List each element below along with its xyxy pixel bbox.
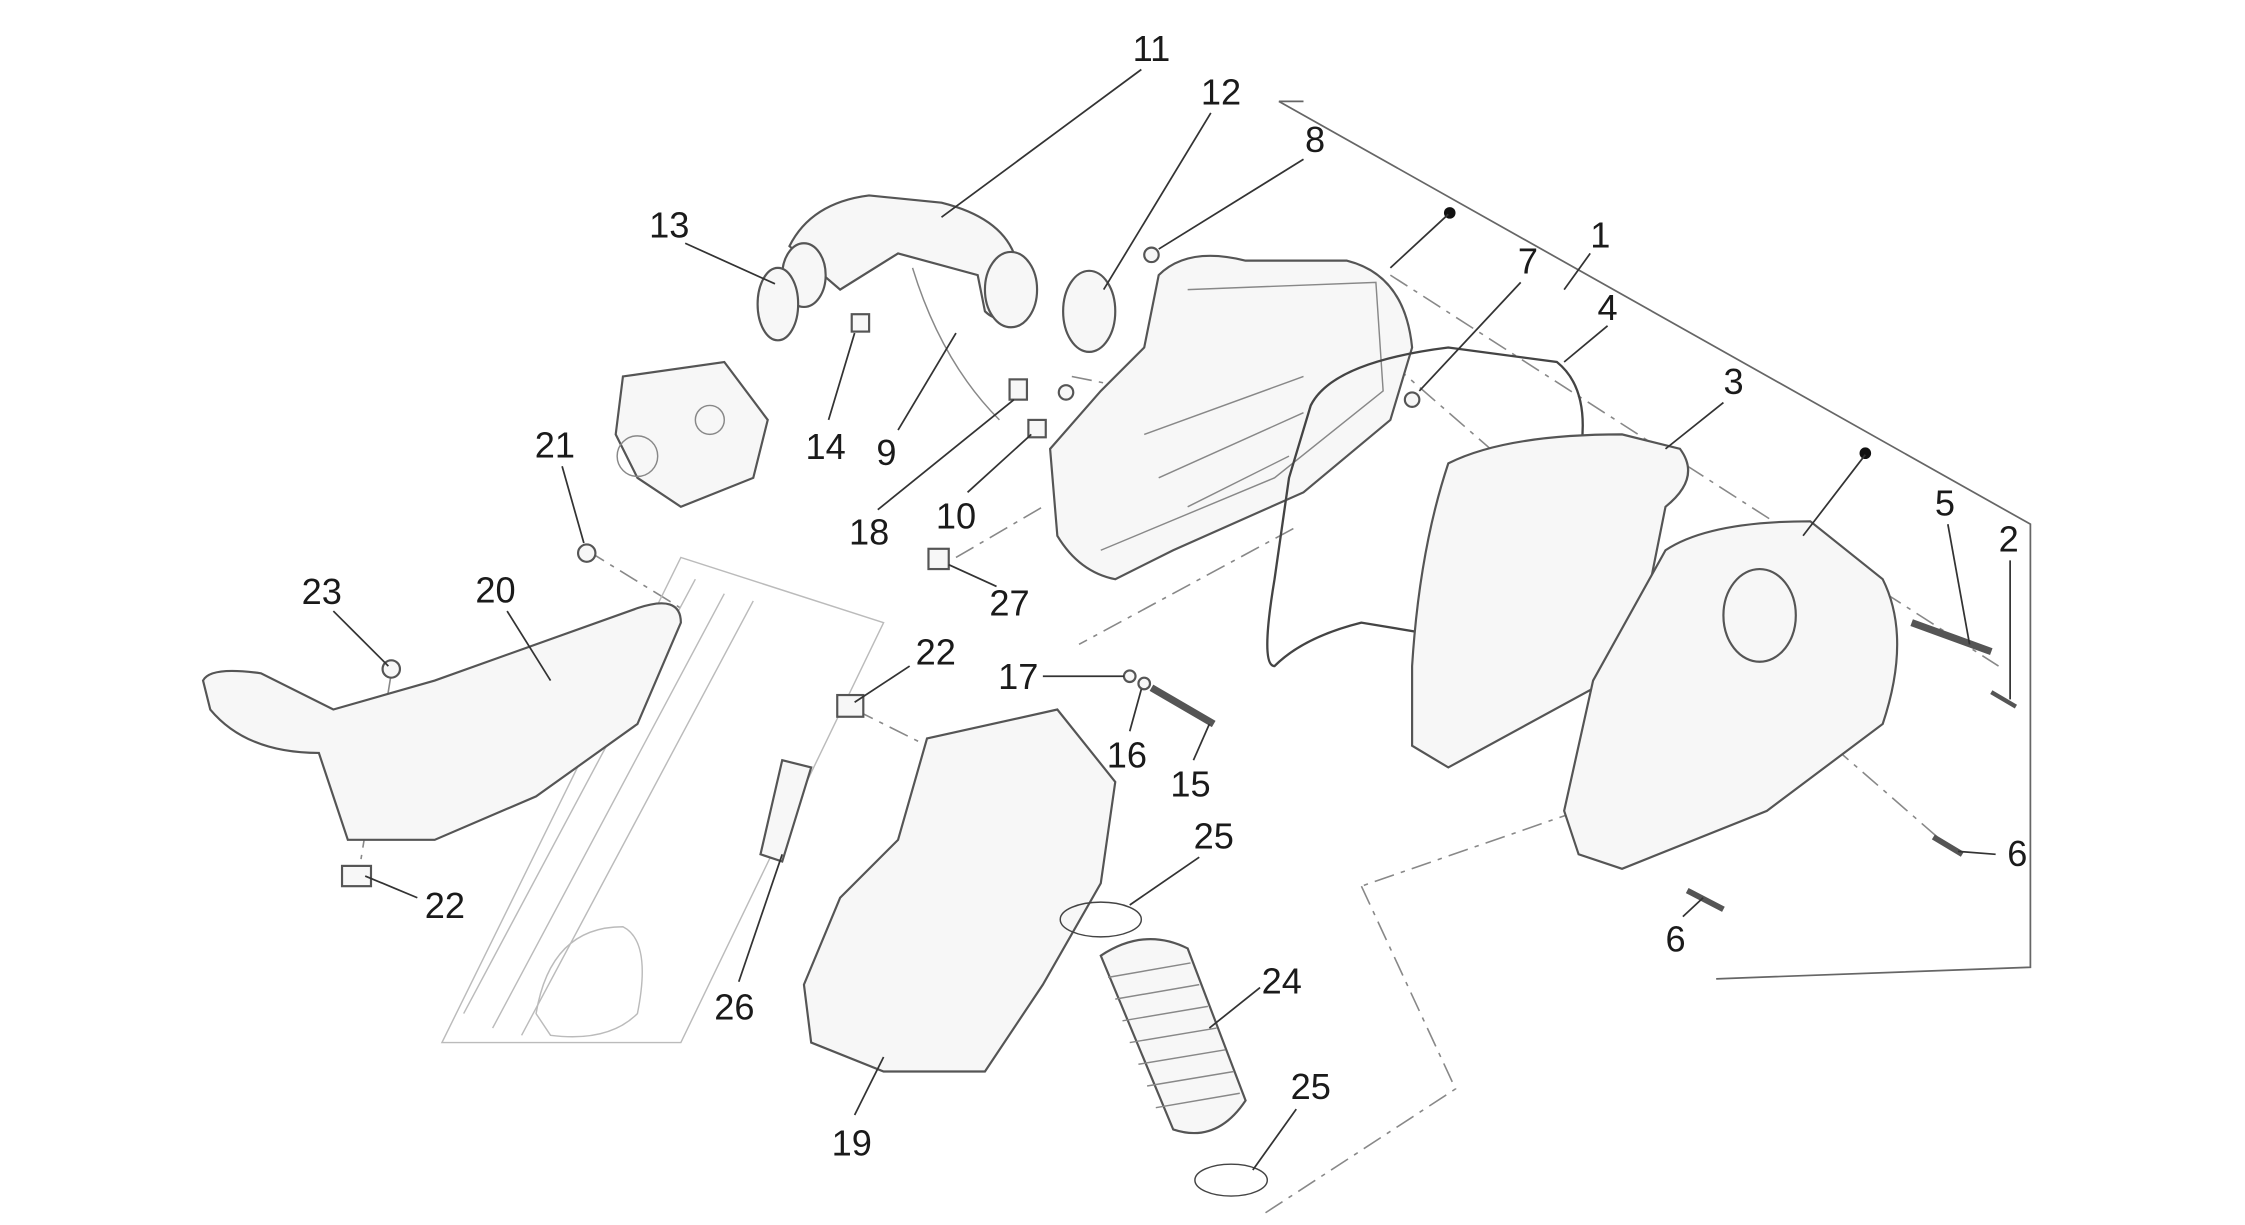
callout-12: 12: [1201, 71, 1241, 112]
part-15-bolt: [1149, 684, 1216, 728]
callout-9: 9: [876, 432, 896, 473]
part-25-clamp-upper: [1059, 901, 1143, 938]
callout-8: 8: [1305, 119, 1325, 160]
callout-20: 20: [475, 569, 515, 610]
part-3-filter: [1411, 433, 1690, 769]
callout-6-lower: 6: [1666, 918, 1686, 959]
callout-26: 26: [714, 986, 754, 1027]
callout-4: 4: [1598, 287, 1618, 328]
callout-15: 15: [1170, 763, 1210, 804]
callout-25-upper: 25: [1194, 816, 1234, 857]
part-26-seal: [759, 758, 813, 863]
kit-outline: [1278, 100, 2032, 980]
callout-labels: 11 12 8 13 1 7 4 3 21 14 9 5 2 10 18 27 …: [302, 28, 2028, 1164]
part-24-bellows: [1099, 938, 1247, 1134]
callout-11: 11: [1133, 28, 1171, 69]
callout-27: 27: [989, 582, 1029, 623]
callout-3: 3: [1723, 361, 1743, 402]
part-13-clamp: [756, 266, 800, 342]
part-12-clamp: [1062, 269, 1117, 353]
callout-6-right: 6: [2007, 833, 2027, 874]
callout-17: 17: [998, 656, 1038, 697]
callout-13: 13: [649, 204, 689, 245]
part-1-air-box: [1048, 254, 1414, 581]
callout-14: 14: [806, 426, 846, 467]
callout-7: 7: [1518, 241, 1538, 282]
part-25-clamp-lower: [1194, 1163, 1269, 1197]
callout-18: 18: [849, 511, 889, 552]
callout-22-lower: 22: [425, 885, 465, 926]
part-throttle-body: [614, 360, 769, 509]
callout-19: 19: [832, 1122, 872, 1163]
part-19-intake-housing: [802, 708, 1117, 1073]
part-20-snorkel: [201, 602, 682, 841]
leader-lines: [332, 68, 2011, 1171]
callout-10: 10: [936, 496, 976, 537]
part-cover: [1563, 520, 1899, 870]
callout-24: 24: [1262, 960, 1302, 1001]
part-11-intake-duct: [781, 194, 1039, 421]
callout-5: 5: [1935, 482, 1955, 523]
callout-25-lower: 25: [1291, 1066, 1331, 1107]
callout-1: 1: [1590, 215, 1610, 256]
callout-23: 23: [302, 571, 342, 612]
fasteners: [340, 207, 2018, 912]
callout-16: 16: [1107, 734, 1147, 775]
callout-21: 21: [535, 425, 575, 466]
callout-22-upper: 22: [916, 632, 956, 673]
callout-2: 2: [1999, 519, 2019, 560]
